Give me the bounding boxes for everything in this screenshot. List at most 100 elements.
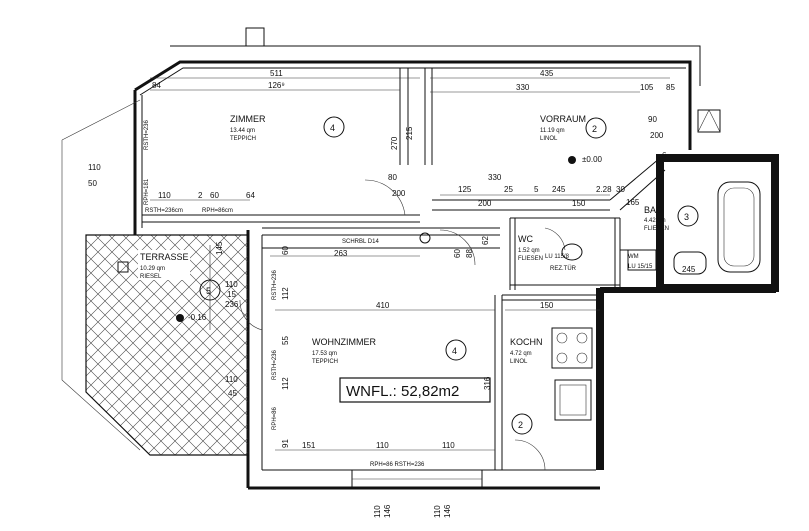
- svg-text:84: 84: [152, 81, 161, 90]
- svg-text:91: 91: [281, 439, 290, 448]
- room-area: 10.29 qm: [140, 266, 165, 272]
- svg-text:110: 110: [225, 280, 238, 289]
- svg-text:330: 330: [516, 83, 530, 92]
- svg-text:15: 15: [227, 290, 236, 299]
- dimension-labels: 511 435 84 126⁹ 330 105 85 215 270 90 20…: [88, 69, 696, 518]
- svg-text:126⁹: 126⁹: [268, 81, 285, 90]
- room-number-badge: [445, 339, 467, 361]
- label-rph-181: RPH=181: [144, 178, 150, 205]
- svg-text:6: 6: [662, 151, 667, 160]
- room-name: WC: [518, 234, 533, 244]
- room-wohnzimmer: WOHNZIMMER 17.53 qm TEPPICH 4: [312, 337, 467, 365]
- wnfl-value: WNFL.: 52,82m2: [346, 383, 459, 400]
- label-bottom: RPH=86 RSTH=236: [370, 462, 425, 468]
- label-lu-15: LU 15/15: [628, 264, 653, 270]
- svg-text:215: 215: [405, 126, 414, 140]
- room-number-badge: [511, 413, 533, 435]
- svg-text:110: 110: [88, 163, 101, 172]
- svg-text:410: 410: [376, 301, 390, 310]
- room-area: 11.19 qm: [540, 128, 565, 134]
- room-name: BAD: [644, 205, 663, 215]
- svg-text:50: 50: [88, 179, 97, 188]
- label-rph-w: RPH=86: [272, 406, 278, 430]
- label-rph-86cm: RPH=86cm: [202, 208, 233, 214]
- label-level-terrasse: -0.16: [188, 313, 207, 322]
- label-lu-115: LU 115/8: [545, 254, 570, 260]
- room-area: 4.72 qm: [510, 351, 532, 357]
- svg-text:2: 2: [518, 420, 523, 430]
- svg-text:150: 150: [572, 199, 586, 208]
- washbasin-icon: [673, 251, 707, 275]
- svg-text:112: 112: [281, 287, 290, 300]
- room-floor: LINOL: [510, 359, 528, 365]
- svg-text:150: 150: [540, 301, 554, 310]
- svg-text:85: 85: [666, 83, 675, 92]
- svg-text:5: 5: [534, 185, 539, 194]
- svg-text:3: 3: [684, 212, 689, 222]
- room-zimmer: ZIMMER 13.44 qm TEPPICH 4: [230, 114, 345, 142]
- svg-text:151: 151: [302, 441, 316, 450]
- svg-text:90: 90: [648, 115, 657, 124]
- dimension-lines: [150, 77, 670, 451]
- room-floor: TEPPICH: [312, 359, 338, 365]
- svg-text:4: 4: [330, 123, 335, 133]
- room-number-badge: [585, 117, 607, 139]
- terrace-drain-icon: [117, 261, 129, 273]
- svg-text:110: 110: [225, 375, 238, 384]
- svg-text:435: 435: [540, 69, 554, 78]
- chimney: [245, 27, 265, 47]
- annotations: SCHRBL D14 RSTH=236cm RPH=86cm RSTH=236 …: [144, 119, 653, 468]
- room-number-badge: [677, 205, 699, 227]
- room-floor: RIESEL: [140, 274, 162, 280]
- svg-text:200: 200: [392, 189, 406, 198]
- room-floor: TEPPICH: [230, 136, 256, 142]
- svg-text:110: 110: [433, 505, 442, 518]
- svg-text:511: 511: [270, 69, 283, 78]
- room-name: ZIMMER: [230, 114, 266, 124]
- svg-text:200: 200: [478, 199, 492, 208]
- svg-text:4: 4: [452, 346, 457, 356]
- svg-text:125: 125: [458, 185, 472, 194]
- terrace-area: [85, 234, 249, 456]
- wnfl-box: [339, 377, 491, 403]
- label-level-vorraum: ±0.00: [582, 155, 603, 164]
- svg-text:60: 60: [210, 191, 219, 200]
- svg-text:263: 263: [334, 249, 348, 258]
- bathtub-icon: [717, 181, 761, 273]
- corridor-fixture-icon: [419, 232, 431, 244]
- label-rsth-w1: RSTH=236: [272, 269, 278, 300]
- room-name: WOHNZIMMER: [312, 337, 376, 347]
- svg-text:2: 2: [592, 124, 597, 134]
- room-terrasse: TERRASSE 10.29 qm RIESEL 5: [138, 250, 221, 301]
- svg-text:110: 110: [373, 505, 382, 518]
- svg-text:330: 330: [488, 173, 502, 182]
- room-floor: FLIESEN: [644, 226, 669, 232]
- level-mark-icon: [568, 156, 576, 164]
- svg-text:316: 316: [483, 376, 492, 390]
- room-name: TERRASSE: [140, 252, 189, 262]
- svg-text:64: 64: [246, 191, 255, 200]
- sink-icon: [554, 379, 592, 421]
- svg-text:105: 105: [640, 83, 654, 92]
- svg-text:146: 146: [383, 504, 392, 518]
- label-schrbl: SCHRBL D14: [342, 239, 379, 245]
- room-number-badge: [323, 116, 345, 138]
- room-wc: WC 1.52 qm FLIESEN: [518, 234, 543, 262]
- svg-text:112: 112: [281, 377, 290, 390]
- svg-text:145: 145: [215, 241, 224, 255]
- level-mark-terrace-icon: [176, 314, 184, 322]
- svg-text:88: 88: [465, 249, 474, 258]
- room-area: 17.53 qm: [312, 351, 337, 357]
- svg-text:60: 60: [281, 246, 290, 255]
- svg-text:146: 146: [443, 504, 452, 518]
- svg-text:5: 5: [206, 286, 211, 296]
- svg-text:110: 110: [442, 441, 455, 450]
- svg-text:60: 60: [453, 249, 462, 258]
- label-rsth-w2: RSTH=236: [272, 349, 278, 380]
- svg-text:30: 30: [616, 185, 625, 194]
- door-swings: [239, 179, 566, 471]
- room-name: VORRAUM: [540, 114, 586, 124]
- toilet-icon: [561, 243, 583, 261]
- washing-machine-icon: [627, 249, 657, 271]
- svg-text:245: 245: [552, 185, 566, 194]
